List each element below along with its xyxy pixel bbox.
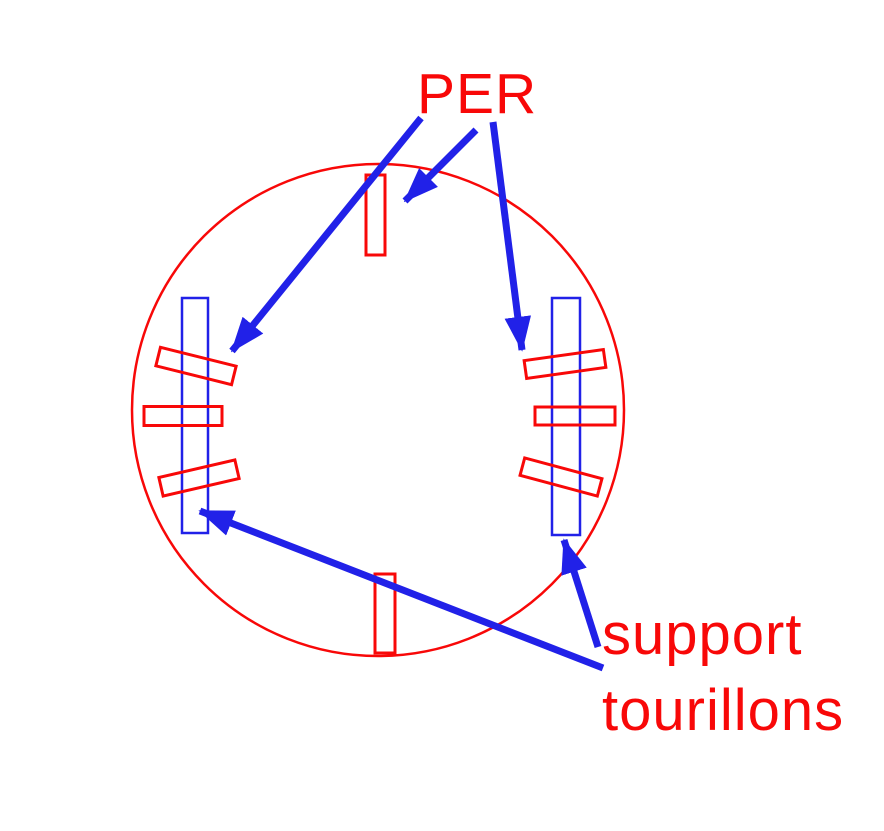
arrow-support-to-right-support-icon bbox=[560, 538, 602, 649]
outer-circle bbox=[130, 162, 626, 658]
per-rect-bottom bbox=[373, 572, 397, 655]
arrow-per-to-left-support-icon bbox=[229, 115, 424, 354]
support-label-line2: tourillons bbox=[602, 678, 845, 743]
pin-right-top bbox=[522, 347, 608, 381]
arrow-support-to-left-support-icon bbox=[198, 507, 605, 672]
support-label-line1: support bbox=[602, 602, 803, 667]
pin-left-top bbox=[154, 345, 238, 387]
support-rect-left bbox=[180, 296, 210, 535]
pin-right-bottom bbox=[518, 456, 604, 498]
arrow-per-to-top-rect-icon bbox=[402, 127, 479, 204]
support-rect-right bbox=[550, 296, 582, 537]
pin-left-bottom bbox=[157, 458, 241, 498]
pin-left-middle bbox=[142, 405, 224, 427]
pin-right-middle bbox=[533, 405, 617, 427]
arrow-per-to-right-support-icon bbox=[489, 121, 531, 352]
support-tourillons-label: support tourillons bbox=[602, 597, 844, 749]
per-label: PER bbox=[417, 62, 538, 126]
